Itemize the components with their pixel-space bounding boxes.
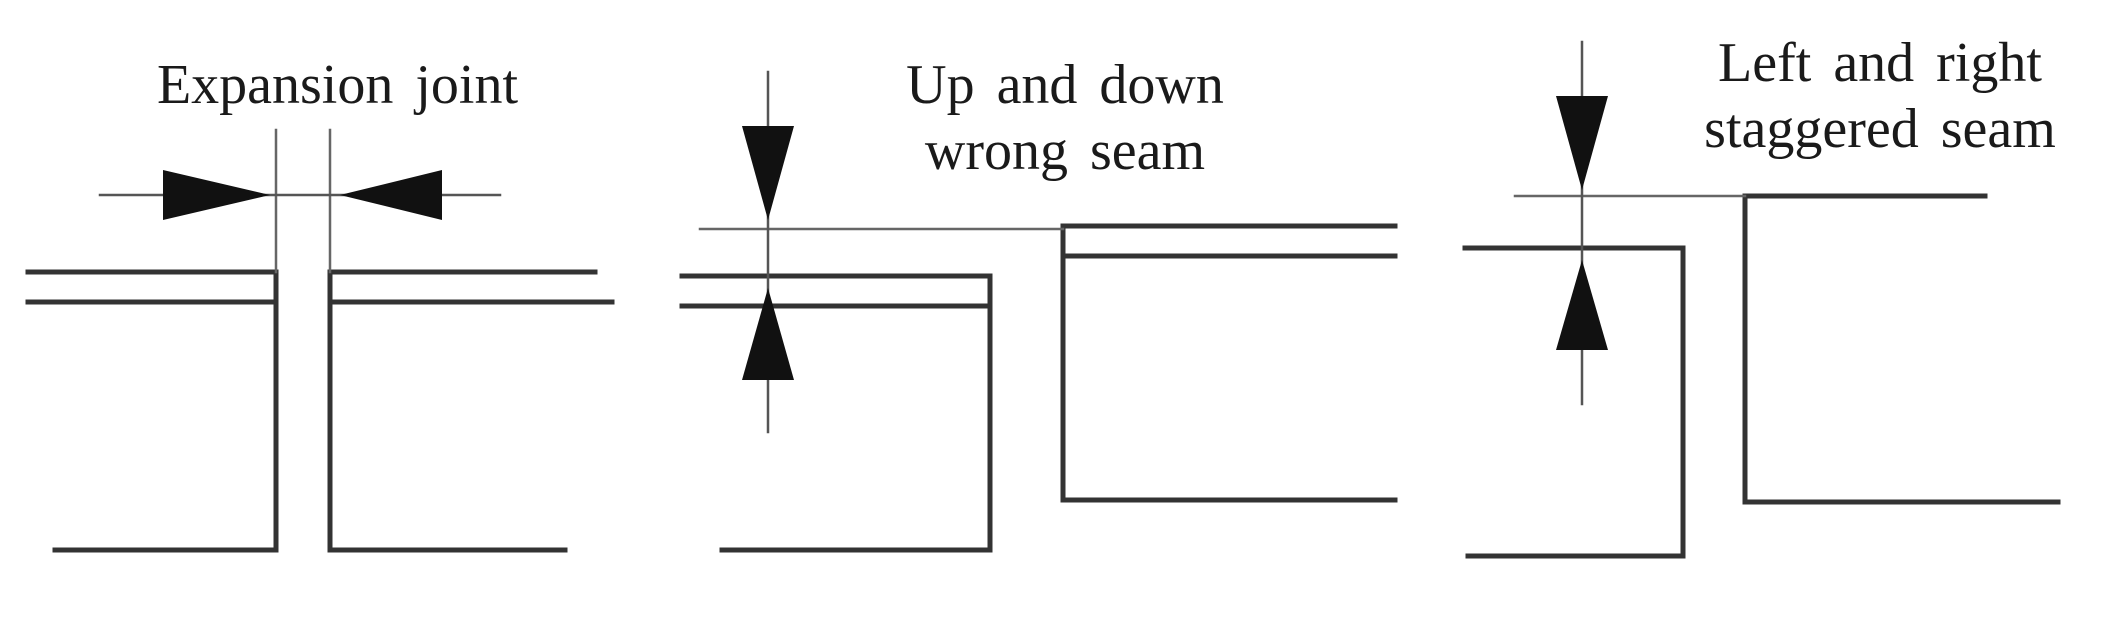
up-down-seam-label: Up and down wrong seam xyxy=(906,54,1224,182)
right-plate-outline xyxy=(327,269,568,553)
arrow-up-icon xyxy=(1556,260,1608,350)
left-right-seam-label: Left and right staggered seam xyxy=(1704,32,2056,160)
up-down-seam-panel xyxy=(679,70,1398,553)
arrow-right-icon xyxy=(163,170,270,220)
left-plate-outline xyxy=(52,269,279,553)
lower-plate-outline xyxy=(719,273,993,553)
expansion-joint-label: Expansion joint xyxy=(156,54,519,116)
arrow-up-icon xyxy=(742,288,794,380)
arrow-down-icon xyxy=(742,126,794,220)
left-right-seam-panel xyxy=(1462,40,2061,559)
right-plate-outline xyxy=(1742,193,2061,505)
expansion-joint-panel xyxy=(25,128,615,553)
upper-plate-outline xyxy=(1060,223,1398,503)
arrow-down-icon xyxy=(1556,96,1608,190)
left-plate-outline xyxy=(1462,245,1686,559)
arrow-left-icon xyxy=(340,170,442,220)
